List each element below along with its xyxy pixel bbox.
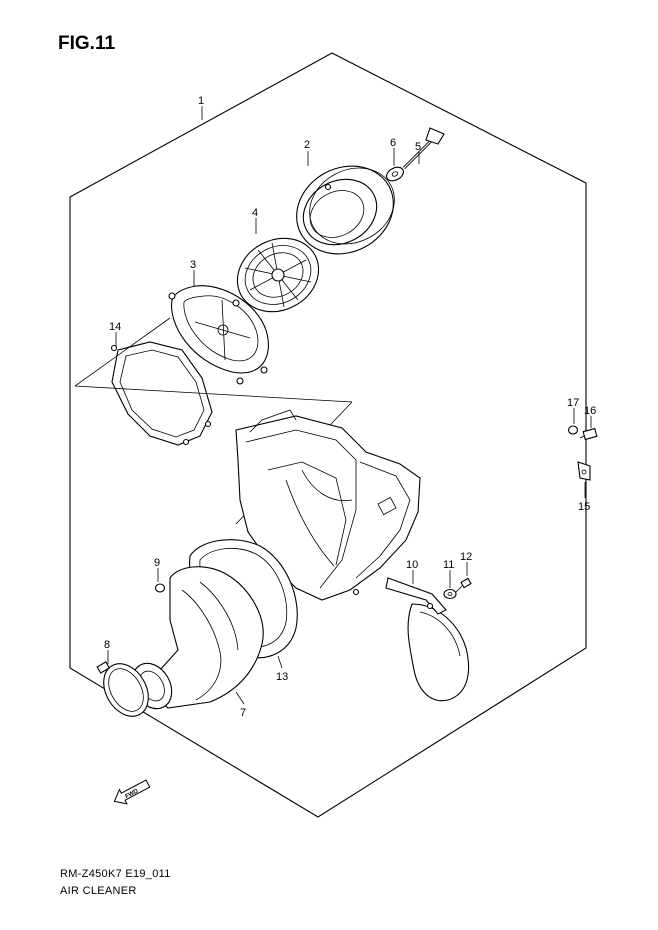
- part-12-bolt: [455, 577, 472, 593]
- fwd-arrow-icon: FWD: [113, 779, 151, 805]
- leader-lines: [107, 106, 592, 705]
- part-4-filter-cage: [236, 237, 320, 313]
- callout-15: 15: [578, 501, 590, 513]
- part-2-intake-boot: [296, 165, 395, 255]
- callout-3: 3: [190, 259, 196, 271]
- callout-17: 17: [567, 397, 579, 409]
- part-11-washer: [443, 588, 457, 600]
- part-17-nut: [567, 425, 579, 435]
- callout-7: 7: [240, 707, 246, 719]
- part-3-element-holder: [168, 285, 269, 385]
- callout-13: 13: [276, 671, 288, 683]
- callout-1: 1: [198, 95, 204, 107]
- callout-8: 8: [104, 639, 110, 651]
- callout-11: 11: [443, 559, 454, 571]
- model-code: RM-Z450K7 E19_011: [60, 868, 171, 880]
- part-8-clamp: [96, 661, 149, 717]
- part-9-grommet: [154, 583, 166, 593]
- callout-5: 5: [415, 141, 421, 153]
- assembly-guide-line: [74, 385, 353, 403]
- part-16-bolt: [579, 427, 598, 441]
- callout-2: 2: [304, 139, 310, 151]
- part-6-washer: [386, 166, 404, 182]
- assembly-name: AIR CLEANER: [60, 885, 137, 897]
- part-14-gasket: [110, 341, 213, 446]
- figure-title: FIG.11: [58, 33, 116, 54]
- part-air-cleaner-case: [235, 409, 421, 601]
- callout-16: 16: [584, 405, 596, 417]
- part-5-screw: [402, 127, 445, 170]
- part-10-mud-guard: [385, 577, 470, 702]
- callout-9: 9: [154, 557, 160, 569]
- part-15-bracket: [577, 461, 591, 481]
- callout-12: 12: [460, 551, 472, 563]
- callout-6: 6: [390, 137, 396, 149]
- callout-10: 10: [406, 559, 418, 571]
- assembly-boundary: [69, 52, 587, 818]
- callout-4: 4: [252, 207, 258, 219]
- callout-14: 14: [109, 321, 121, 333]
- assembly-guide-line: [74, 317, 171, 387]
